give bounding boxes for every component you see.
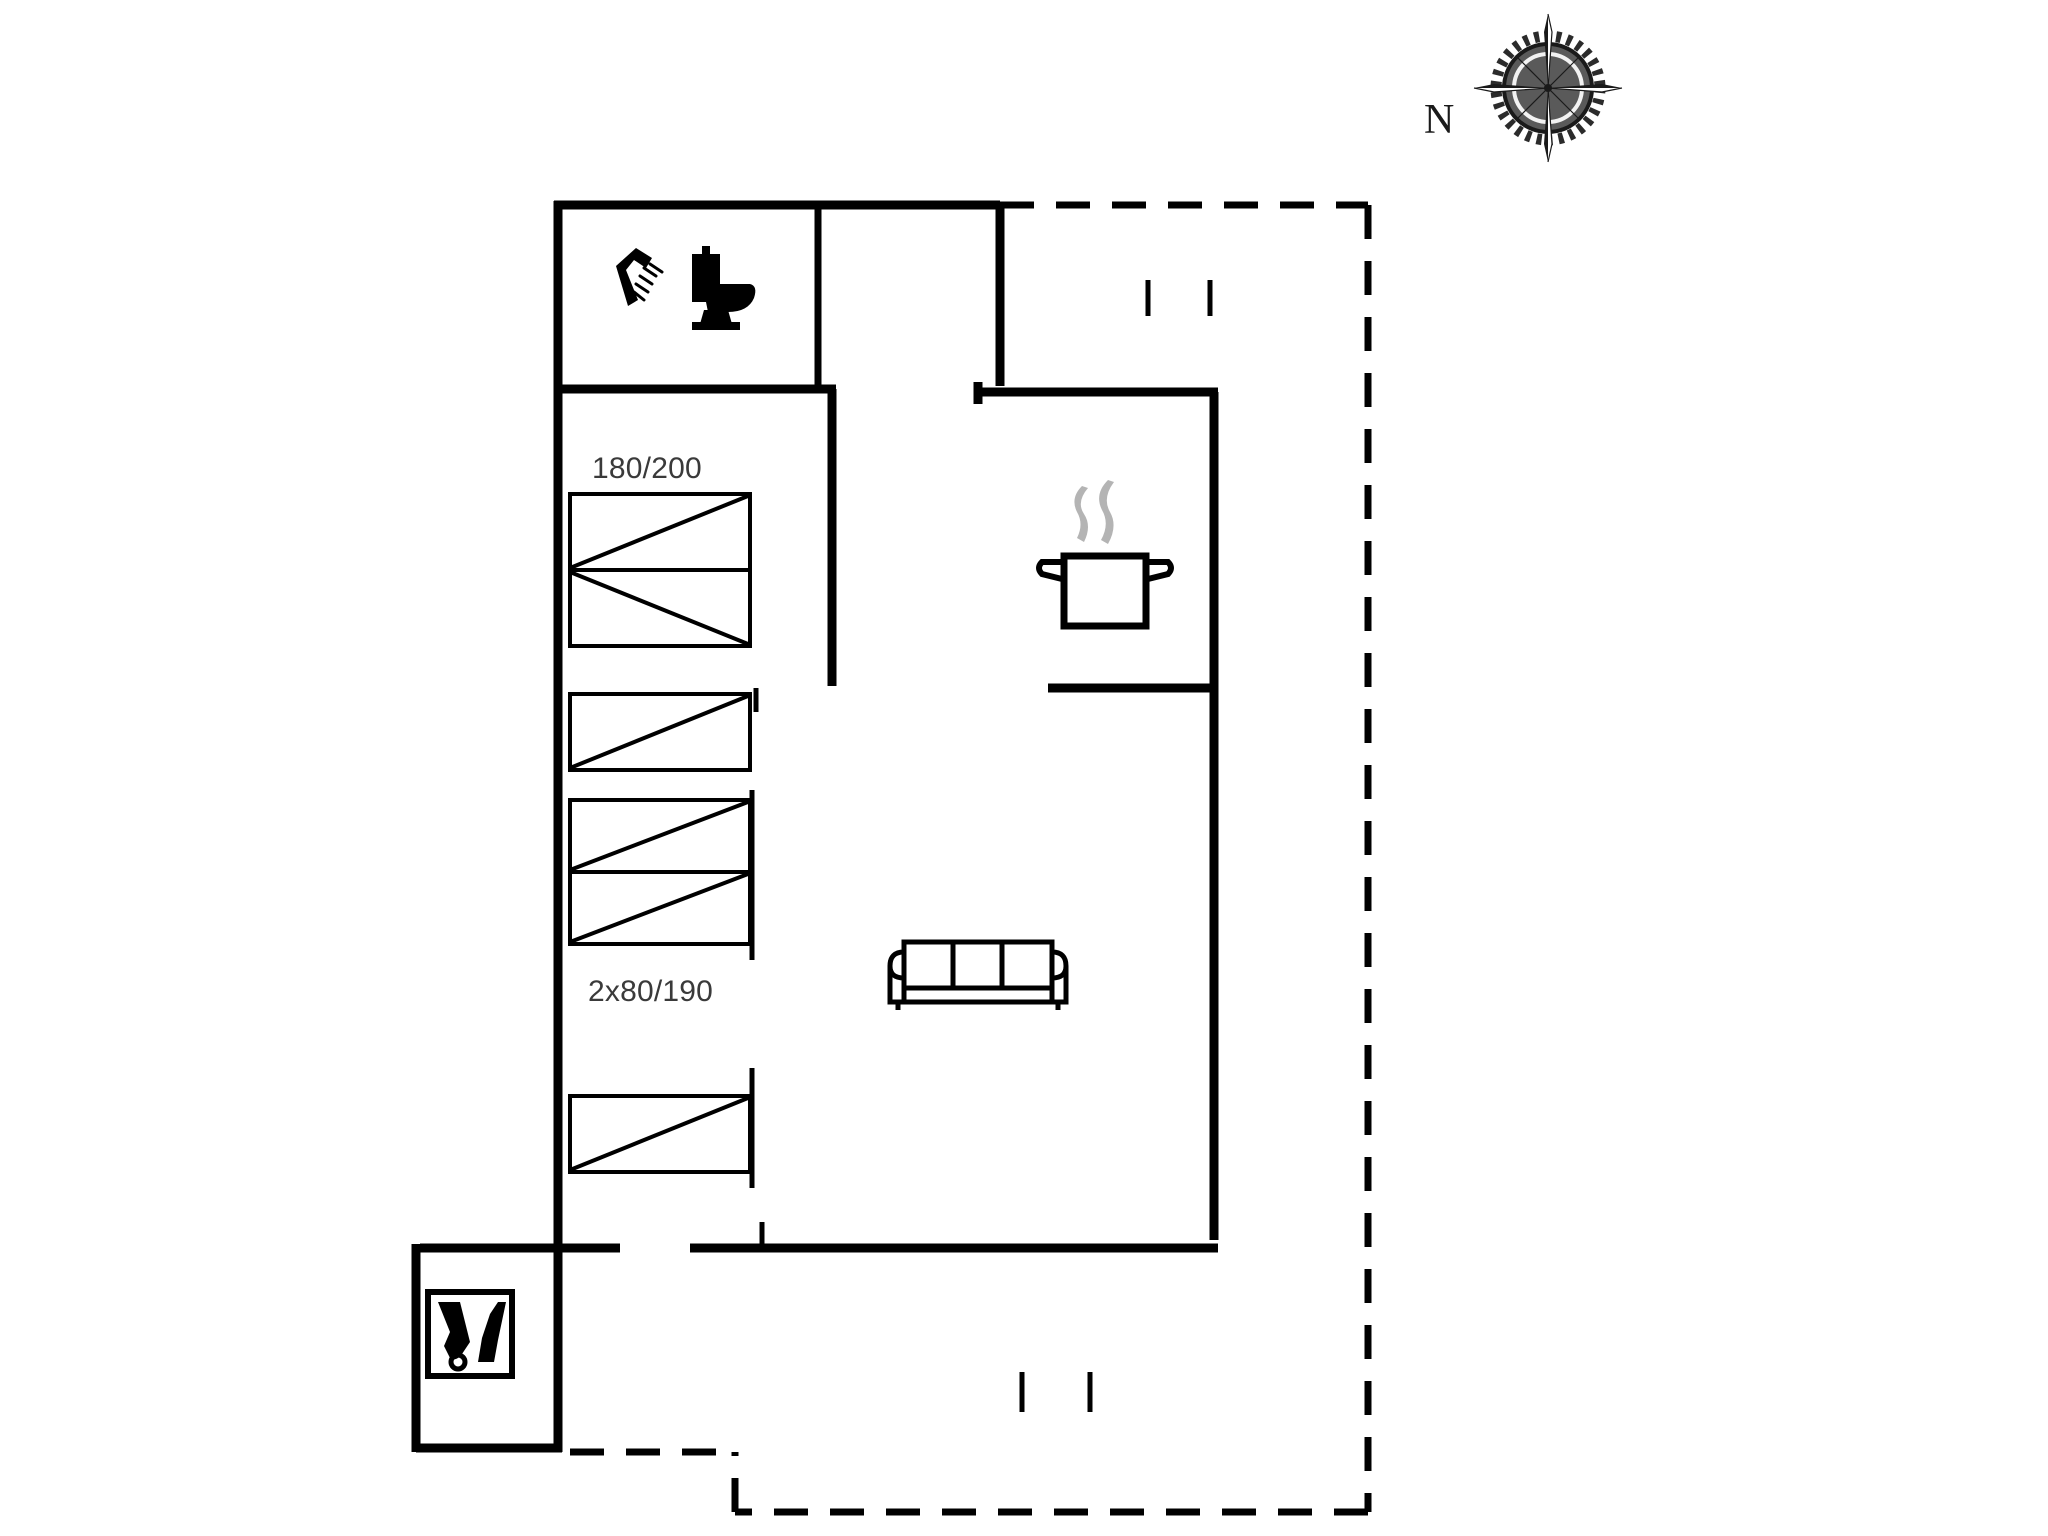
window-ticks <box>1019 280 1213 1412</box>
bed-symbols <box>568 492 752 1174</box>
compass-rose-icon <box>1473 13 1623 163</box>
toilet-icon <box>692 246 756 330</box>
bed-single-4 <box>568 798 752 874</box>
living-room-walls <box>420 1222 1218 1253</box>
bed-single-5 <box>568 870 752 946</box>
bed-double-2 <box>568 568 752 648</box>
bed-double-1 <box>568 492 752 572</box>
bed-size-label-double: 180/200 <box>592 452 702 485</box>
garden-tools-icon <box>425 1289 515 1379</box>
bed-single-6 <box>568 1094 752 1174</box>
terrace-outline <box>570 201 1372 1516</box>
sofa-icon <box>887 939 1069 1010</box>
shower-icon <box>616 248 664 306</box>
bedroom-walls <box>749 389 837 1188</box>
bed-single-3 <box>568 692 752 772</box>
compass: N <box>1424 12 1624 172</box>
cooking-pot-icon <box>1036 480 1174 630</box>
bed-size-label-singles: 2x80/190 <box>588 975 714 1008</box>
shed-walls <box>411 1244 563 1453</box>
compass-north-label: N <box>1424 97 1455 143</box>
interior-partitions <box>973 205 1219 1240</box>
bathroom-walls <box>558 209 836 394</box>
